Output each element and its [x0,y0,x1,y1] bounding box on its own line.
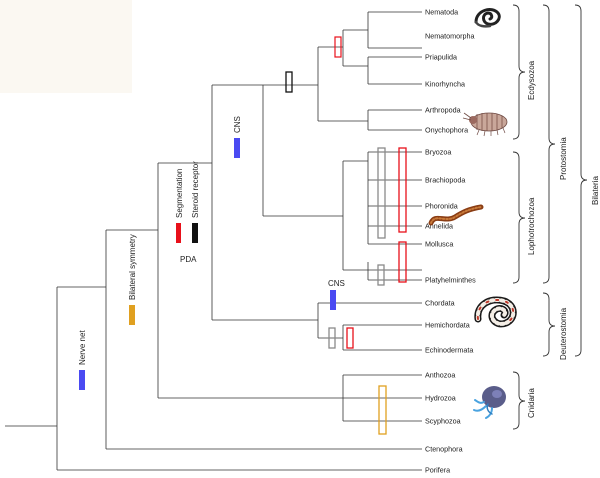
taxon-labels: Nematoda Nematomorpha Priapulida Kinorhy… [425,8,476,475]
bilateria-bracket [574,4,588,357]
lophotrochozoa-gray-marker [377,147,386,239]
segmentation-marker [176,223,181,243]
nematoda-clade-marker [334,36,342,58]
taxon-hemichordata: Hemichordata [425,321,470,330]
segmentation-label: Segmentation [175,169,184,218]
bilateral-symmetry-label: Bilateral symmetry [128,234,137,300]
taxon-onychophora: Onychophora [425,126,468,135]
bilateral-symmetry-marker [129,305,135,325]
taxon-porifera: Porifera [425,466,450,475]
ambulacraria-red-marker [346,327,354,349]
cnidaria-orange-marker [378,385,387,435]
taxon-bryozoa: Bryozoa [425,148,451,157]
trait-labels: Nerve net Bilateral symmetry Segmentatio… [78,116,345,365]
group-brackets: Ecdysozoa Lophotrochozoa Deuterostomia C… [512,4,600,430]
annelid-worm-image [428,204,484,226]
taxon-kinorhyncha: Kinorhyncha [425,80,465,89]
protostomia-label: Protostomia [559,137,568,180]
steroid-receptor-marker [192,223,198,243]
background-panel [0,0,132,93]
ecdysozoa-loss-marker [285,71,293,93]
nerve-net-label: Nerve net [78,330,87,365]
cns-chordate-label: CNS [328,279,345,288]
bilateria-label: Bilateria [591,176,600,205]
taxon-platyhelminthes: Platyhelminthes [425,276,476,285]
trait-markers [79,36,407,435]
steroid-receptor-label: Steroid receptor [191,161,200,218]
lophotrochozoa-label: Lophotrochozoa [527,197,536,255]
cnidaria-bracket [512,371,526,430]
cns-protostome-marker [234,138,240,158]
cns-protostome-label: CNS [233,116,242,133]
protostomia-bracket [542,4,556,284]
nematode-image [474,8,501,28]
lophotrochozoa-red-marker-upper [398,147,407,233]
ambulacraria-gray-marker [328,327,336,349]
cnidaria-label: Cnidaria [527,388,536,418]
taxon-chordata: Chordata [425,299,455,308]
lophotrochozoa-red-marker-lower [398,241,407,283]
tree-branches [5,11,422,471]
taxon-nematomorpha: Nematomorpha [425,32,475,41]
taxon-brachiopoda: Brachiopoda [425,176,465,185]
taxon-ctenophora: Ctenophora [425,445,463,454]
taxon-arthropoda: Arthropoda [425,106,461,115]
taxon-hydrozoa: Hydrozoa [425,394,456,403]
isopod-image [462,112,508,137]
taxon-echinodermata: Echinodermata [425,346,473,355]
taxon-anthozoa: Anthozoa [425,371,455,380]
kingsnake-image [474,296,517,328]
taxon-mollusca: Mollusca [425,240,453,249]
lophotrochozoa-bracket [512,151,526,284]
ecdysozoa-bracket [512,4,526,140]
deuterostomia-label: Deuterostomia [559,307,568,360]
nerve-net-marker [79,370,85,390]
ecdysozoa-label: Ecdysozoa [527,60,536,100]
taxon-phoronida: Phoronida [425,202,458,211]
cns-chordate-marker [330,290,336,310]
taxon-scyphozoa: Scyphozoa [425,417,461,426]
deuterostomia-bracket [542,292,556,357]
taxon-nematoda: Nematoda [425,8,458,17]
taxon-priapulida: Priapulida [425,53,457,62]
platyhelminthes-gray-marker [377,264,385,286]
pda-label: PDA [180,255,197,264]
taxon-annelida: Annelida [425,222,453,231]
jellyfish-image [473,386,506,419]
